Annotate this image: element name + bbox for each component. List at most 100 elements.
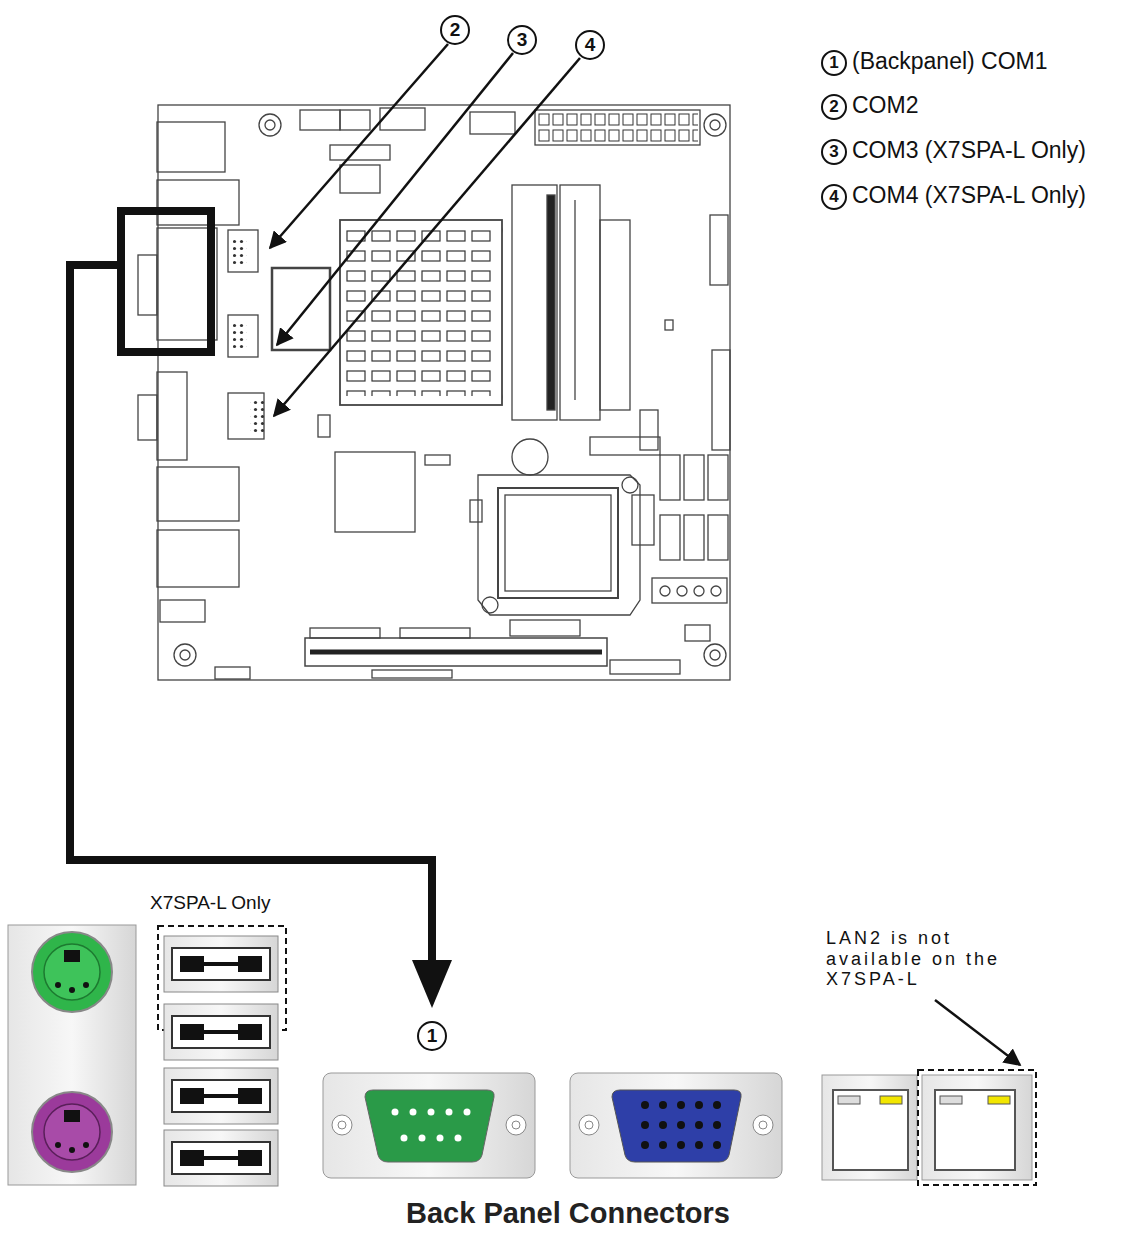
vga-port (585, 1121, 593, 1129)
motherboard (335, 452, 415, 532)
callout-number: 4 (575, 30, 605, 60)
port-name: COM3 (X7SPA-L Only) (852, 137, 1086, 163)
motherboard (228, 393, 264, 439)
motherboard (652, 578, 727, 603)
ps2-plate (83, 1142, 89, 1148)
motherboard (310, 628, 380, 638)
lan-port (822, 1070, 1036, 1185)
motherboard (228, 315, 258, 357)
callout-number: 2 (440, 15, 470, 45)
motherboard (660, 586, 670, 596)
callout-number: 1 (821, 50, 847, 76)
ps2-plate (32, 932, 112, 1012)
usb-port (238, 1150, 262, 1166)
motherboard (305, 638, 607, 666)
usb-port (238, 1088, 262, 1104)
leader-line (277, 53, 513, 345)
serial-port (419, 1135, 426, 1142)
motherboard (174, 644, 196, 666)
lan-port (833, 1090, 908, 1170)
motherboard (574, 200, 575, 400)
motherboard (478, 475, 640, 615)
motherboard (694, 586, 704, 596)
motherboard (600, 220, 630, 410)
serial-port (512, 1121, 520, 1129)
motherboard (180, 650, 190, 660)
vga-port (713, 1101, 721, 1109)
vga-port (659, 1121, 667, 1129)
ps2-plate (64, 950, 80, 962)
usb-port (238, 1024, 262, 1040)
serial-port (323, 1073, 535, 1178)
lan-port (935, 1090, 1015, 1170)
vga-port (641, 1141, 649, 1149)
serial-port (446, 1109, 453, 1116)
callout-number: 2 (821, 94, 847, 120)
port-name: (Backpanel) COM1 (852, 48, 1048, 74)
motherboard (677, 586, 687, 596)
motherboard (660, 455, 680, 500)
motherboard (318, 415, 330, 437)
serial-port (455, 1135, 462, 1142)
serial-port (410, 1109, 417, 1116)
port-name: COM4 (X7SPA-L Only) (852, 182, 1086, 208)
usb-port (164, 1068, 278, 1124)
motherboard (470, 112, 515, 134)
motherboard (228, 230, 258, 272)
motherboard (160, 600, 205, 622)
serial-port (392, 1109, 399, 1116)
usb-port (172, 1142, 270, 1174)
usb-port (172, 948, 270, 980)
serial-port (365, 1090, 494, 1162)
motherboard (512, 439, 548, 475)
vga-port (659, 1101, 667, 1109)
usb-port (164, 936, 278, 992)
motherboard (684, 455, 704, 500)
motherboard (372, 670, 452, 678)
leader-line (1015, 1011, 1020, 1014)
motherboard (340, 220, 502, 405)
usb-port (180, 956, 204, 972)
ps2-plate (64, 1110, 80, 1122)
motherboard (265, 120, 275, 130)
vga-port (579, 1115, 599, 1135)
lan-port (918, 1070, 1036, 1185)
motherboard (158, 105, 730, 680)
serial-port (323, 1073, 535, 1178)
vga-port (695, 1121, 703, 1129)
usb-port (204, 962, 238, 966)
ps2-plate (32, 1092, 112, 1172)
motherboard (380, 108, 425, 130)
ps2-plate (55, 1142, 61, 1148)
ps2-plate (44, 1104, 100, 1160)
usb-port (180, 1088, 204, 1104)
port-name: COM2 (852, 92, 918, 118)
variant-note: X7SPA-L Only (150, 892, 270, 914)
motherboard (157, 180, 239, 225)
motherboard (510, 620, 580, 636)
serial-port (392, 1109, 471, 1142)
motherboard (660, 515, 680, 560)
leader-line (274, 58, 580, 416)
motherboard (138, 395, 157, 440)
serial-port (338, 1121, 346, 1129)
ps2-plate (8, 925, 136, 1185)
vga-port (713, 1141, 721, 1149)
serial-port (464, 1109, 471, 1116)
lan-port (922, 1075, 1032, 1180)
ps2-plate (44, 944, 100, 1000)
callout-number: 4 (821, 184, 847, 210)
motherboard (710, 215, 728, 285)
vga-port (677, 1101, 685, 1109)
motherboard (345, 228, 495, 396)
motherboard (560, 185, 600, 420)
motherboard (708, 455, 728, 500)
usb-port (204, 1156, 238, 1160)
usb-port (164, 1130, 278, 1186)
usb-port (238, 956, 262, 972)
motherboard (505, 495, 611, 591)
motherboard (157, 372, 187, 460)
motherboard (215, 667, 250, 679)
motherboard (547, 195, 555, 410)
motherboard (340, 165, 380, 193)
